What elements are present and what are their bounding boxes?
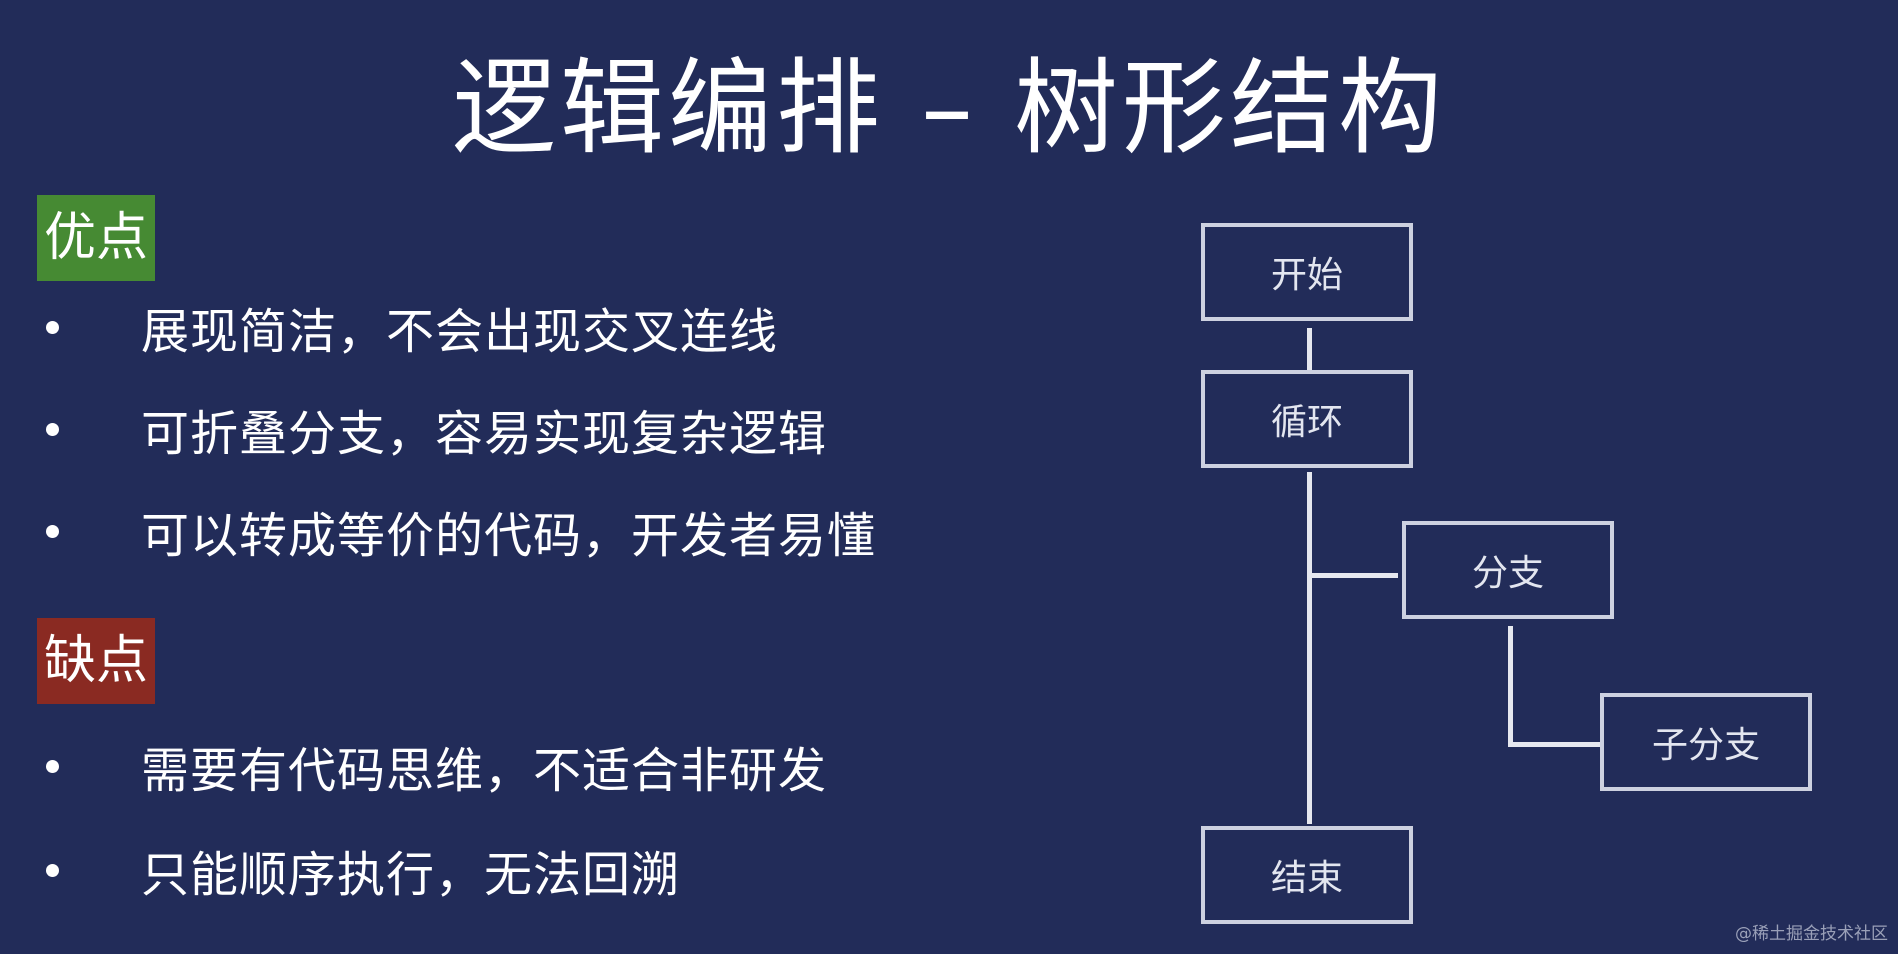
pros-item-text: 可以转成等价的代码，开发者易懂 [141, 508, 877, 564]
bullet-dot-icon [46, 320, 59, 334]
connector-branch-down [1508, 626, 1513, 746]
bullet-dot-icon [46, 863, 59, 877]
connector-start-loop [1307, 328, 1312, 372]
bullet-dot-icon [46, 422, 59, 436]
pros-item: 可折叠分支，容易实现复杂逻辑 [38, 389, 827, 469]
node-branch: 分支 [1402, 521, 1614, 619]
pros-item: 展现简洁，不会出现交叉连线 [38, 287, 778, 367]
cons-item-text: 需要有代码思维，不适合非研发 [141, 743, 828, 799]
pros-item-text: 展现简洁，不会出现交叉连线 [141, 304, 779, 360]
bullet-dot-icon [46, 524, 59, 538]
bullet-dot-icon [46, 759, 59, 773]
pros-item: 可以转成等价的代码，开发者易懂 [38, 491, 876, 571]
connector-to-sub-branch [1508, 742, 1600, 747]
pros-badge: 优点 [37, 195, 155, 281]
watermark: @稀土掘金技术社区 [1735, 924, 1888, 944]
connector-main-trunk [1307, 472, 1312, 824]
connector-trunk-branch [1312, 573, 1398, 578]
node-sub-branch: 子分支 [1600, 693, 1812, 791]
cons-badge: 缺点 [37, 618, 155, 704]
cons-item: 只能顺序执行，无法回溯 [38, 830, 680, 910]
pros-item-text: 可折叠分支，容易实现复杂逻辑 [141, 406, 828, 462]
node-start: 开始 [1201, 223, 1413, 321]
cons-item: 需要有代码思维，不适合非研发 [38, 726, 827, 806]
node-end: 结束 [1201, 826, 1413, 924]
node-loop: 循环 [1201, 370, 1413, 468]
slide-title: 逻辑编排 – 树形结构 [451, 47, 1447, 169]
cons-item-text: 只能顺序执行，无法回溯 [141, 847, 681, 903]
